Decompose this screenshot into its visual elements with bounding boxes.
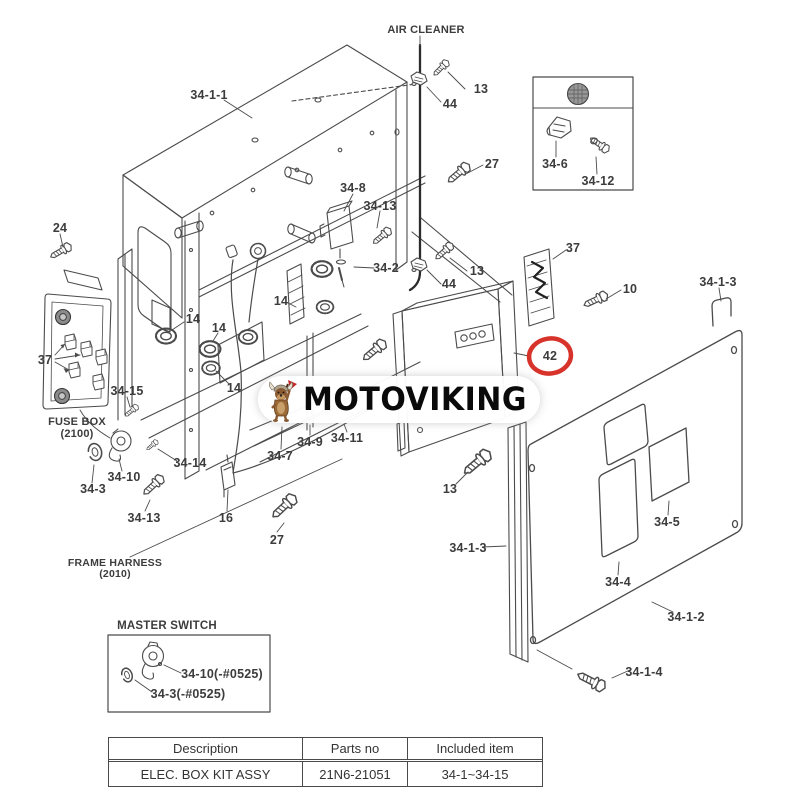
- col-partsno-header: Parts no: [303, 738, 408, 759]
- door-panel: [527, 297, 743, 670]
- watermark: MOTOVIKING: [258, 376, 540, 423]
- inset-parts-box: [532, 76, 634, 191]
- parts-table-header-row: Description Parts no Included item: [109, 738, 542, 762]
- fuse-box: [42, 269, 132, 462]
- parts-table-data-row: ELEC. BOX KIT ASSY 21N6-21051 34-1~34-15: [109, 762, 542, 786]
- inset-master-switch-box: [107, 634, 271, 713]
- cell-included: 34-1~34-15: [441, 766, 509, 782]
- relay-34-8: [319, 200, 354, 288]
- parts-table: Description Parts no Included item ELEC.…: [108, 737, 543, 787]
- viking-mascot-icon: [269, 379, 297, 422]
- leader-lines: [59, 35, 722, 693]
- edge-panel: [507, 421, 529, 663]
- col-included-header: Included item: [436, 741, 514, 756]
- controller-box: [392, 280, 520, 457]
- relay-bracket-37: [523, 248, 555, 327]
- cell-partsno: 21N6-21051: [303, 762, 408, 786]
- watermark-text: MOTOVIKING: [303, 380, 528, 419]
- cell-description: ELEC. BOX KIT ASSY: [109, 762, 303, 786]
- hidden-dashed-line: [291, 83, 417, 102]
- callout-circle: [526, 336, 574, 376]
- air-cleaner-rod: [408, 43, 422, 292]
- wiring-harness: [154, 242, 369, 498]
- col-description-header: Description: [109, 738, 303, 759]
